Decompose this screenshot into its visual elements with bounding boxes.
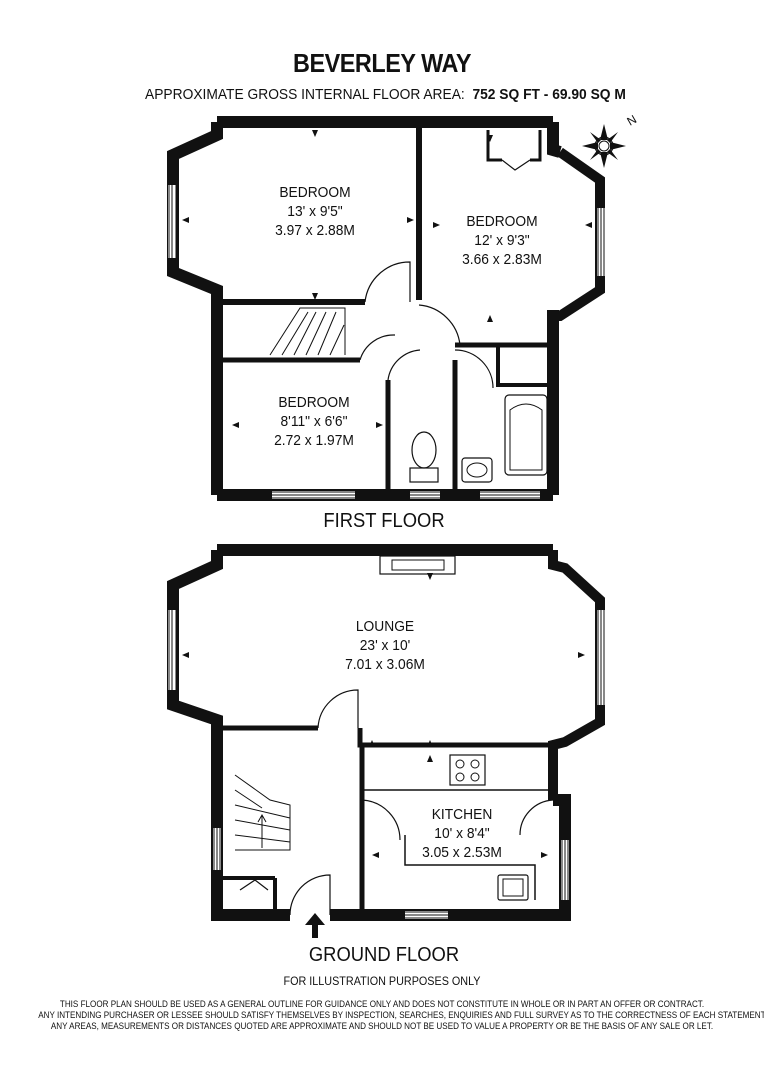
room-name: LOUNGE <box>355 618 415 635</box>
room-size-metric: 3.66 x 2.83M <box>462 251 542 268</box>
room-size-metric: 3.97 x 2.88M <box>275 222 355 239</box>
room-size-imperial: 10' x 8'4" <box>434 825 490 842</box>
compass-rose-icon: N <box>582 112 639 168</box>
disclaimer-line: ANY AREAS, MEASUREMENTS OR DISTANCES QUO… <box>50 1021 714 1031</box>
room-size-imperial: 12' x 9'3" <box>474 232 530 249</box>
room-size-metric: 2.72 x 1.97M <box>274 432 354 449</box>
disclaimer-line: THIS FLOOR PLAN SHOULD BE USED AS A GENE… <box>59 999 705 1009</box>
floor-area-label: APPROXIMATE GROSS INTERNAL FLOOR AREA: <box>145 86 465 103</box>
room-label-bedroom-1: BEDROOM 13' x 9'5" 3.97 x 2.88M <box>275 183 355 240</box>
room-name: KITCHEN <box>431 806 493 823</box>
disclaimer: THIS FLOOR PLAN SHOULD BE USED AS A GENE… <box>0 999 764 1032</box>
room-size-imperial: 13' x 9'5" <box>287 203 343 220</box>
room-label-bedroom-2: BEDROOM 12' x 9'3" 3.66 x 2.83M <box>462 212 542 269</box>
ground-floor-plan <box>167 544 605 938</box>
room-name: BEDROOM <box>278 394 350 411</box>
room-size-imperial: 8'11" x 6'6" <box>280 413 348 430</box>
room-label-lounge: LOUNGE 23' x 10' 7.01 x 3.06M <box>345 617 425 674</box>
illustration-note: FOR ILLUSTRATION PURPOSES ONLY <box>283 974 481 988</box>
room-name: BEDROOM <box>466 213 538 230</box>
room-size-metric: 7.01 x 3.06M <box>345 656 425 673</box>
room-name: BEDROOM <box>279 184 351 201</box>
plan-title: BEVERLEY WAY <box>293 48 471 78</box>
floor-area: APPROXIMATE GROSS INTERNAL FLOOR AREA: 7… <box>145 86 626 103</box>
compass-north-letter: N <box>625 112 640 128</box>
floor-area-value: 752 SQ FT - 69.90 SQ M <box>472 86 626 103</box>
room-size-metric: 3.05 x 2.53M <box>422 844 502 861</box>
disclaimer-line: ANY INTENDING PURCHASER OR LESSEE SHOULD… <box>38 1010 764 1020</box>
ground-floor-label: GROUND FLOOR <box>308 944 460 966</box>
entrance-arrow-icon <box>305 913 325 938</box>
room-label-kitchen: KITCHEN 10' x 8'4" 3.05 x 2.53M <box>422 805 502 862</box>
room-size-imperial: 23' x 10' <box>359 637 411 654</box>
first-floor-plan <box>167 116 605 501</box>
room-label-bedroom-3: BEDROOM 8'11" x 6'6" 2.72 x 1.97M <box>274 393 354 450</box>
first-floor-label: FIRST FLOOR <box>323 510 445 532</box>
